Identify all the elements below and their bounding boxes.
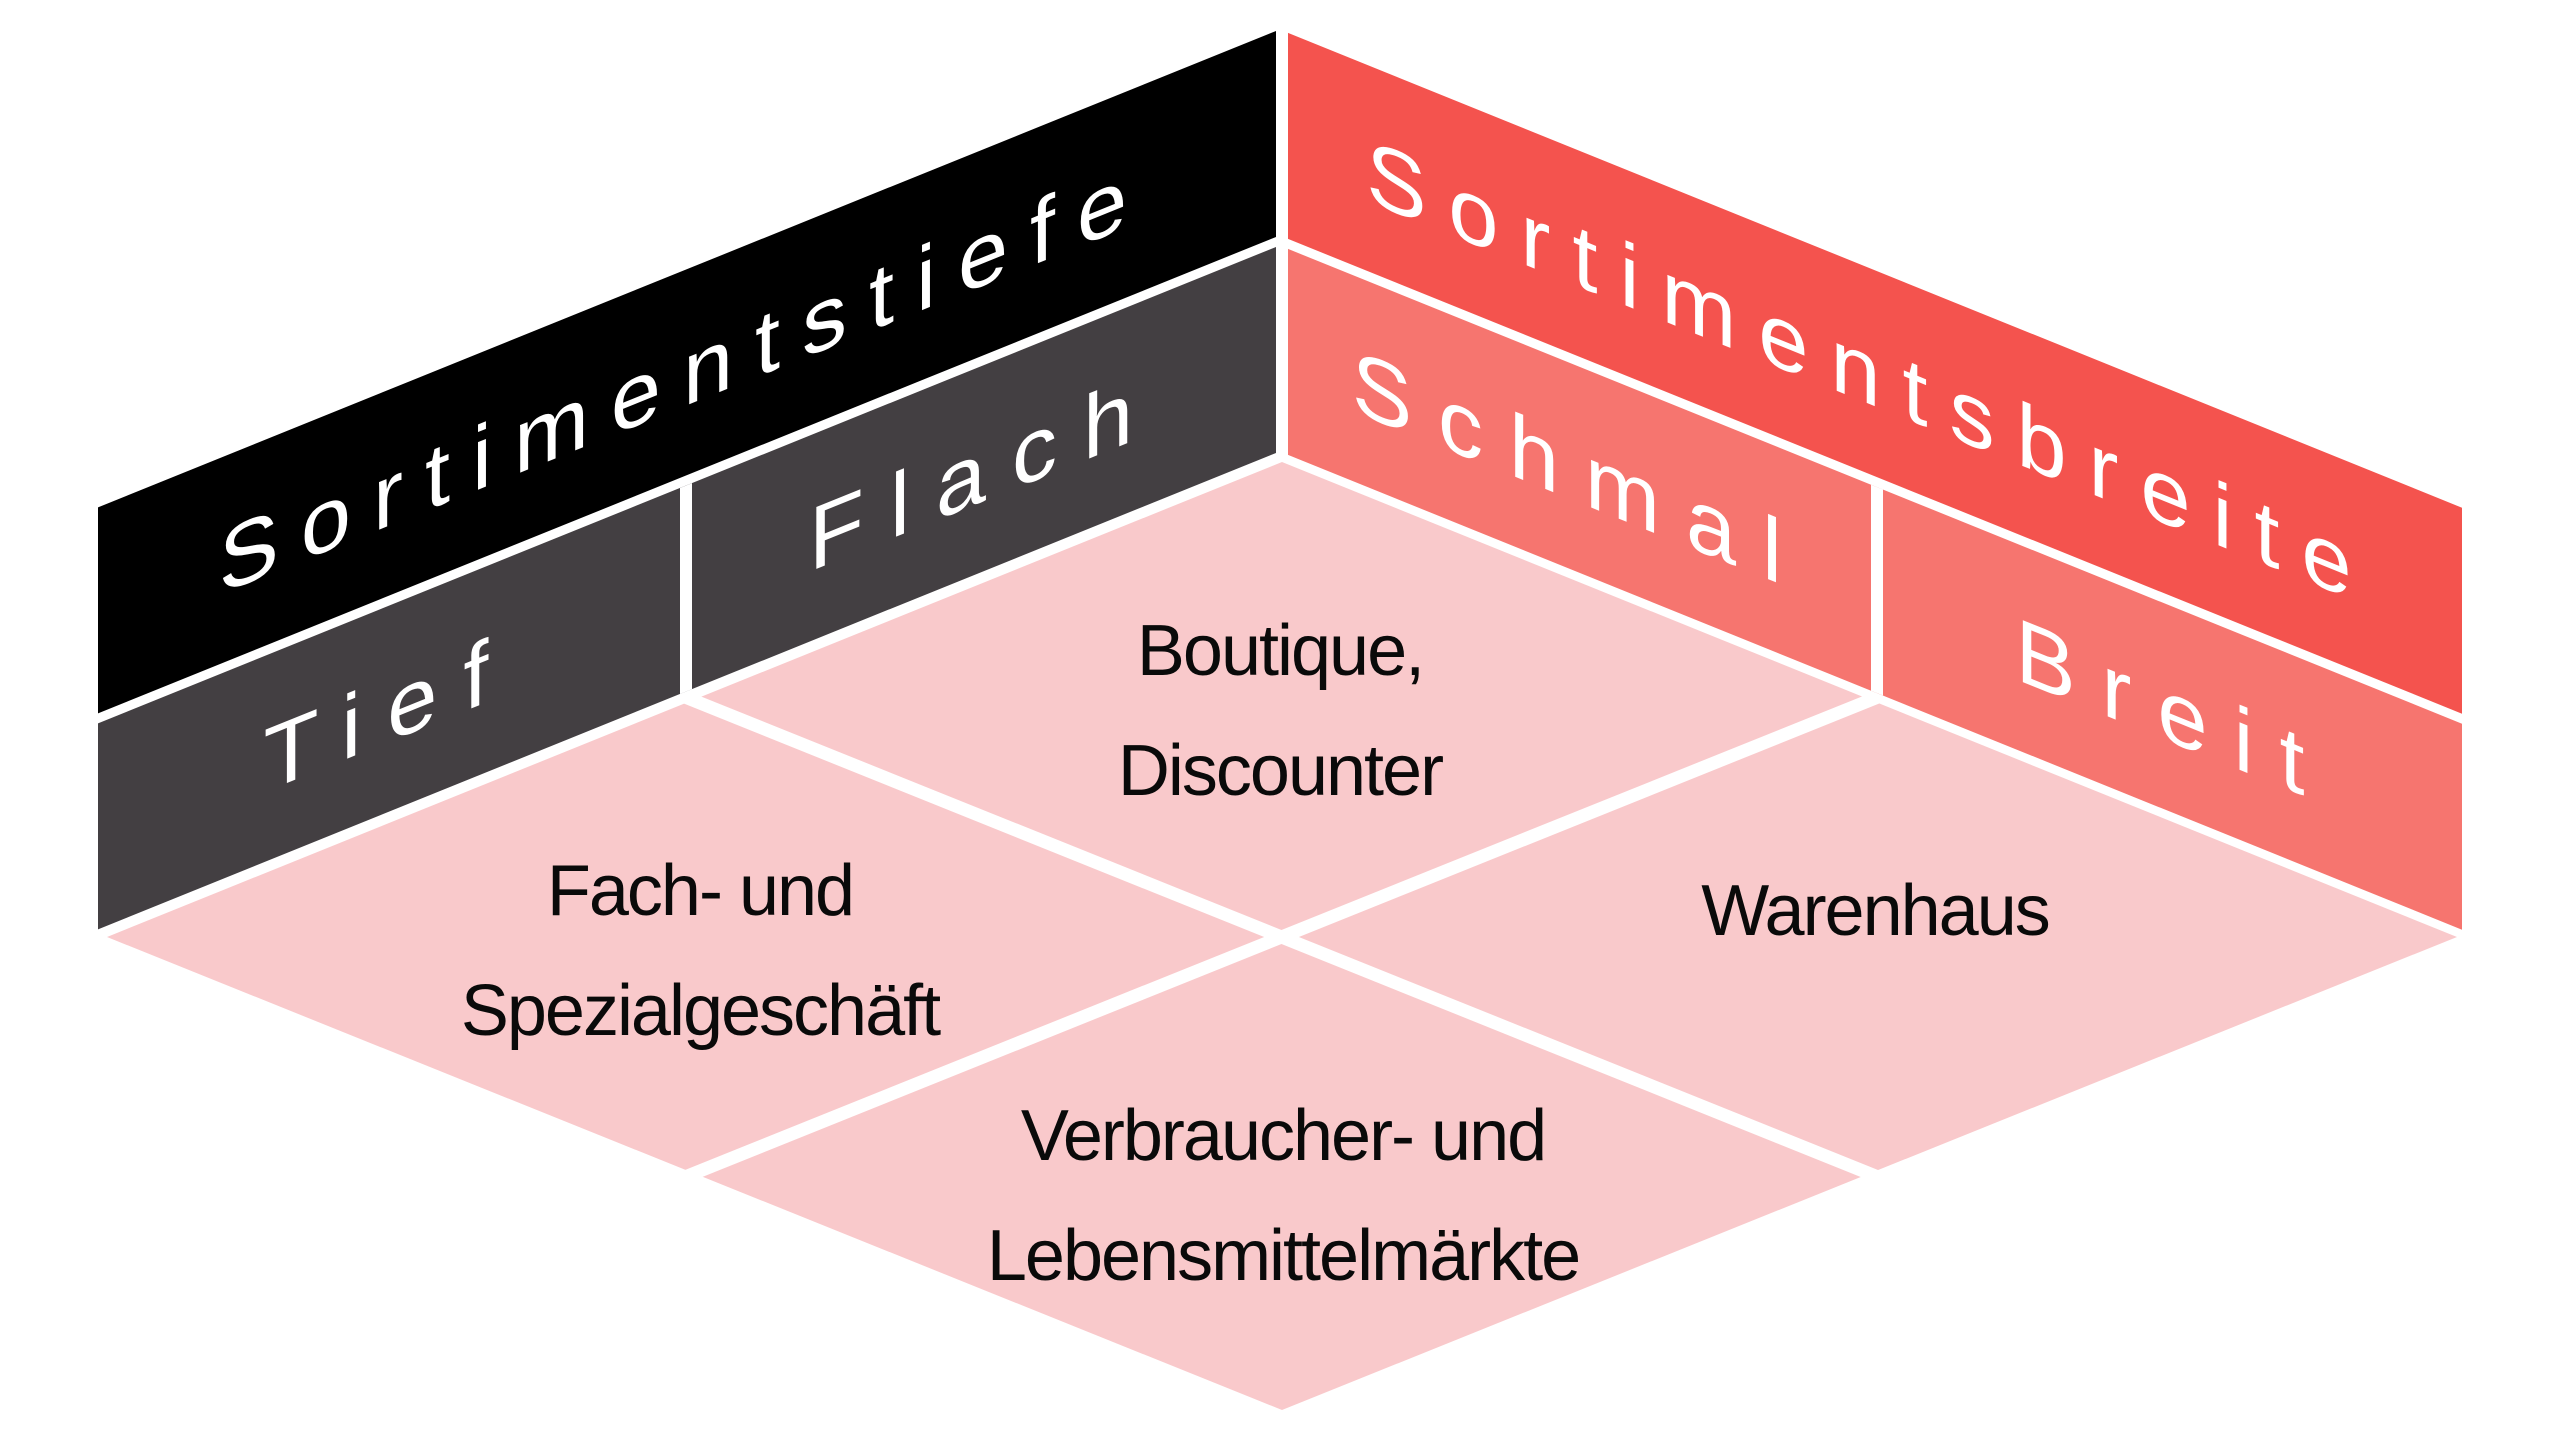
quadrant-left-line1: Fach- und xyxy=(547,851,853,931)
quadrant-top-line2: Discounter xyxy=(1118,731,1443,811)
quadrant-labels: Boutique, Discounter Fach- und Spezialge… xyxy=(461,611,2051,1296)
breadth-axis-band xyxy=(1288,32,2462,714)
cross-line-down-left xyxy=(672,686,1891,1188)
quadrant-bottom-line2: Lebensmittelmärkte xyxy=(987,1216,1579,1296)
quadrant-right-line1: Warenhaus xyxy=(1701,871,2049,951)
depth-axis-band xyxy=(98,30,1276,714)
quadrant-cross xyxy=(672,686,1891,1188)
depth-segment-divider xyxy=(680,483,692,694)
quadrant-top-line1: Boutique, xyxy=(1137,611,1423,691)
quadrant-bottom-line1: Verbraucher- und xyxy=(1021,1096,1545,1176)
breadth-segment-divider xyxy=(1871,484,1883,696)
quadrant-left-line2: Spezialgeschäft xyxy=(461,971,941,1051)
